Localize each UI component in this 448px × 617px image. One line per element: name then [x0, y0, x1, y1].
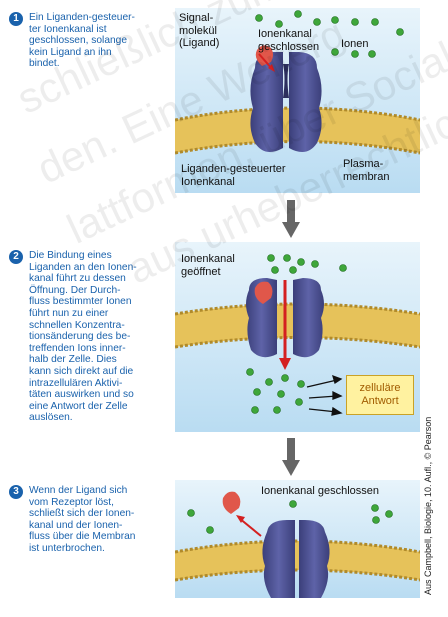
down-arrow-icon — [282, 200, 300, 238]
channel-label: Liganden-gesteuerter Ionenkanal — [181, 163, 286, 188]
membrane-label: Plasma- membran — [343, 158, 390, 183]
cell-response-box: zelluläre Antwort — [346, 375, 414, 415]
panel-closed-channel: Signal- molekül (Ligand) Ionenkanal gesc… — [175, 8, 420, 193]
step-3-number: 3 — [9, 485, 23, 499]
panel-1-graphic — [175, 8, 420, 193]
source-credit: Aus Campbell, Biologie, 10. Aufl., © Pea… — [423, 416, 433, 595]
step-1-number: 1 — [9, 12, 23, 26]
ions-group — [255, 10, 404, 58]
panel-3-graphic — [175, 480, 420, 598]
channel-closed-label: Ionenkanal geschlossen — [261, 485, 380, 497]
ligand-icon — [255, 45, 273, 66]
step-2-text: Die Bindung eines Liganden an den Ionen-… — [29, 250, 137, 424]
ligand-icon — [254, 281, 273, 304]
step-3-text: Wenn der Ligand sich vom Rezeptor löst, … — [29, 485, 136, 554]
membrane — [175, 541, 420, 580]
step-1-text: Ein Liganden-gesteuer- ter Ionenkanal is… — [29, 12, 135, 70]
response-arrows — [306, 374, 343, 416]
ions-group — [246, 254, 347, 414]
step-2-number: 2 — [9, 250, 23, 264]
ligand-icon — [222, 491, 241, 514]
red-arrow-icon — [238, 517, 262, 537]
down-arrow-icon — [282, 438, 300, 476]
channel-open-label: Ionenkanal geöffnet — [181, 253, 235, 278]
ion-channel-icon — [250, 52, 322, 152]
panel-closed-again: Ionenkanal geschlossen — [175, 480, 420, 598]
channel-closed-label: Ionenkanal geschlossen — [258, 28, 320, 53]
signal-molecule-label: Signal- molekül (Ligand) — [179, 12, 220, 49]
ions-label: Ionen — [341, 38, 369, 50]
ion-channel-icon — [262, 520, 330, 598]
ions-group — [187, 500, 393, 534]
